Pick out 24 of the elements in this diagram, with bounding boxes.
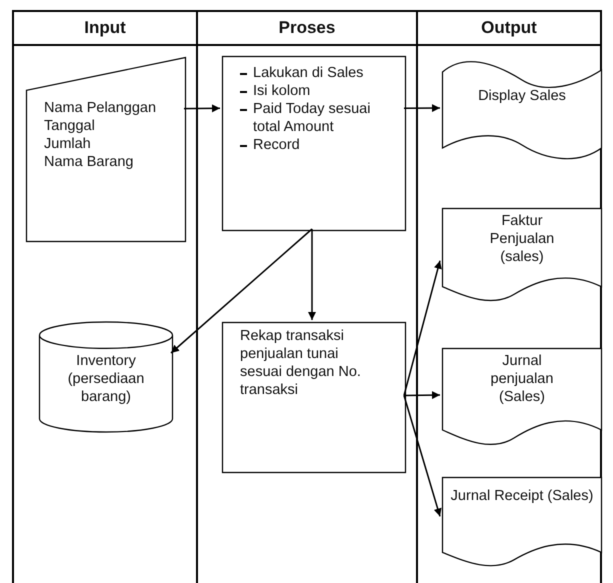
- arrow: [403, 395, 442, 517]
- list-item: Paid Today sesuai total Amount: [240, 100, 390, 136]
- lane-title: Input: [14, 12, 196, 46]
- list-item: Lakukan di Sales: [240, 64, 390, 82]
- node-text: Jurnal Receipt (Sales): [450, 487, 594, 505]
- arrow: [308, 229, 316, 320]
- arrow: [170, 228, 312, 354]
- list-item: Record: [240, 136, 390, 154]
- node-text: Jumlah: [44, 135, 92, 153]
- node-text: Nama Pelanggan: [44, 99, 158, 117]
- node-text: Inventory (persediaan barang): [66, 352, 146, 406]
- arrow: [403, 260, 442, 396]
- node-text: Display Sales: [477, 87, 567, 105]
- node-text: Rekap transaksi penjualan tunai sesuai dengan No. transaksi: [240, 327, 362, 399]
- node-text: Tanggal: [44, 117, 96, 135]
- node-text: Jurnal penjualan (Sales): [490, 352, 554, 406]
- node-text: Faktur Penjualan (sales): [488, 212, 556, 266]
- list-item: Isi kolom: [240, 82, 390, 100]
- arrow: [184, 104, 220, 112]
- arrow: [404, 104, 440, 112]
- arrow: [404, 391, 440, 400]
- lane-title: Proses: [198, 12, 416, 46]
- node-text: Nama Barang: [44, 153, 134, 171]
- lane-title: Output: [418, 12, 600, 46]
